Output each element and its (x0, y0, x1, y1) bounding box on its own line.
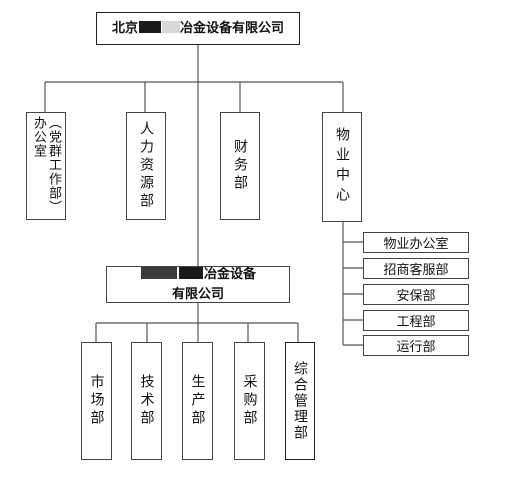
unit-box-engineering: 工程部 (363, 310, 469, 331)
dept-label-general-admin: 综合管理部 (292, 361, 308, 441)
unit-label-security: 安保部 (396, 289, 436, 304)
dept-box-hr: 人力资源部 (126, 112, 166, 220)
dept-label-technology: 技术部 (138, 374, 155, 428)
dept-box-market: 市场部 (81, 342, 112, 460)
top-company-name: 北京 冶金设备有限公司 (112, 20, 284, 38)
dept-label-market: 市场部 (88, 374, 105, 428)
top-company-box: 北京 冶金设备有限公司 (96, 12, 300, 45)
dept-box-property-center: 物业中心 (322, 112, 362, 222)
dept-box-purchasing: 采购部 (234, 342, 265, 460)
unit-box-property-office: 物业办公室 (363, 232, 469, 253)
dept-label-production: 生产部 (189, 374, 206, 428)
dept-box-production: 生产部 (182, 342, 213, 460)
redaction-mark (140, 266, 177, 279)
redaction-mark (162, 20, 180, 33)
dept-box-general-admin: 综合管理部 (285, 342, 315, 460)
unit-box-security: 安保部 (363, 284, 469, 305)
unit-label-property-office: 物业办公室 (383, 237, 449, 252)
sub-company-line-1-text: 冶金设备 (203, 266, 256, 282)
dept-label-property-center: 物业中心 (334, 127, 350, 207)
dept-box-party-office: （党群工作部）办公室 (26, 112, 66, 220)
unit-label-investment-service: 招商客服部 (383, 263, 449, 278)
top-company-suffix: 冶金设备有限公司 (180, 20, 285, 36)
redaction-mark (139, 20, 161, 33)
sub-company-name: 冶金设备 有限公司 (140, 265, 256, 305)
sub-company-box: 冶金设备 有限公司 (106, 266, 290, 303)
unit-label-operations: 运行部 (396, 340, 436, 355)
dept-label-party-office: （党群工作部）办公室 (31, 116, 61, 214)
dept-label-hr: 人力资源部 (138, 121, 154, 211)
redaction-mark (178, 266, 203, 279)
dept-box-technology: 技术部 (131, 342, 162, 460)
dept-label-finance: 财务部 (232, 139, 248, 193)
top-company-prefix: 北京 (111, 20, 138, 36)
unit-box-investment-service: 招商客服部 (363, 258, 469, 279)
unit-label-engineering: 工程部 (396, 315, 436, 330)
sub-company-line-2: 有限公司 (171, 286, 224, 302)
sub-company-line-1: 冶金设备 (140, 265, 256, 285)
dept-box-finance: 财务部 (220, 112, 260, 220)
unit-box-operations: 运行部 (363, 335, 469, 356)
dept-label-purchasing: 采购部 (241, 374, 258, 428)
